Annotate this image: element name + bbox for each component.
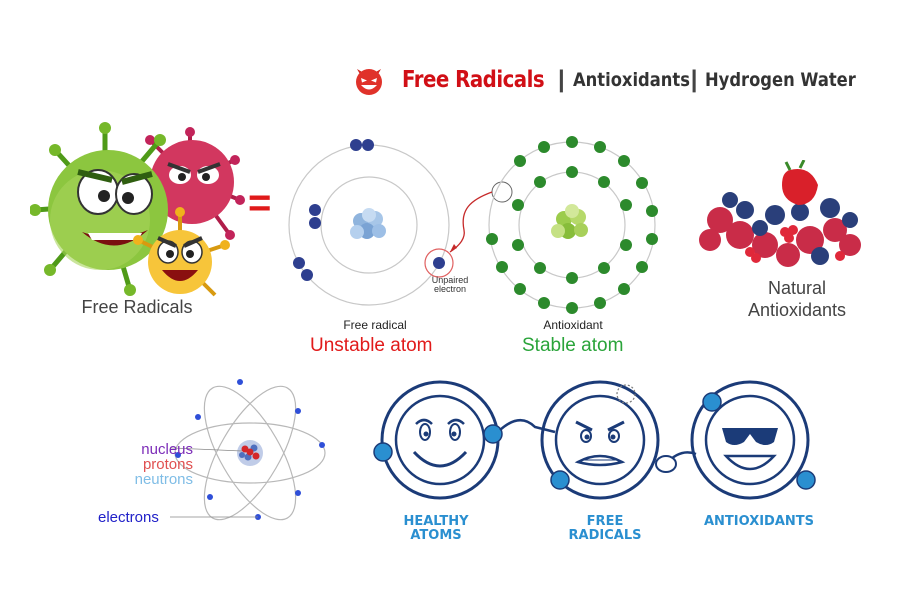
legend-neutrons: neutrons (134, 471, 193, 488)
free-radical-label: Free radical (343, 318, 407, 332)
healthy-atoms-caption: HEALTHY ATOMS (403, 514, 469, 543)
unpaired-electron-highlight (424, 248, 454, 278)
header-bar: Free Radicals | Antioxidants | Hydrogen … (352, 60, 881, 100)
natural-antioxidants-caption: Natural Antioxidants (747, 278, 847, 320)
legend-electrons: electrons (98, 509, 159, 526)
nucleus-cluster (551, 204, 588, 239)
unstable-atom-label: Unstable atom (310, 335, 433, 356)
healthy-atom-character (373, 380, 503, 500)
sunglasses-icon (722, 428, 778, 445)
header-separator-2: | (690, 66, 698, 93)
devil-face-icon (356, 69, 382, 95)
berries-image (699, 160, 861, 267)
free-radicals-virus-illustration (30, 122, 245, 297)
stable-atom-label: Stable atom (522, 335, 624, 356)
unpaired-electron (433, 257, 445, 269)
antioxidants-caption: ANTIOXIDANTS (703, 514, 815, 529)
orbit-ring (203, 385, 297, 521)
atom-characters-illustration (373, 380, 816, 500)
free-radicals-caption: Free Radicals (81, 297, 193, 317)
orbit-ring (174, 422, 326, 484)
electron-group (486, 136, 658, 314)
legend-nucleus: nucleus (141, 441, 193, 458)
orbit-ring (203, 385, 297, 521)
header-separator: | (558, 66, 565, 93)
atom-structure-diagram (170, 379, 326, 521)
electron-group (293, 139, 445, 281)
yellow-virus-character (133, 207, 230, 297)
green-virus-character (30, 122, 168, 296)
atom-legend: nucleus protons neutrons (88, 442, 193, 487)
nucleus-cluster (350, 208, 386, 239)
unpaired-electron-label: Unpaired electron (431, 275, 469, 294)
header-title: Free Radicals (402, 67, 545, 93)
antioxidant-label: Antioxidant (543, 318, 603, 332)
free-radicals-caption-bottom: FREE RADICALS (568, 514, 642, 543)
legend-protons: protons (142, 456, 193, 473)
red-virus-character (145, 127, 245, 240)
header-item-hydrogen-water: Hydrogen Water (705, 69, 857, 91)
antioxidant-atom-diagram (486, 136, 658, 314)
equals-sign: = (248, 181, 272, 225)
free-radical-character (540, 380, 660, 500)
header-item-antioxidants: Antioxidants (572, 69, 690, 91)
inner-orbit (320, 176, 418, 274)
electron-transfer-arrow (449, 181, 513, 253)
free-radical-atom-diagram (288, 139, 454, 306)
electron-group (175, 379, 325, 520)
antioxidant-character (690, 380, 816, 500)
nucleus-particles (239, 444, 260, 461)
